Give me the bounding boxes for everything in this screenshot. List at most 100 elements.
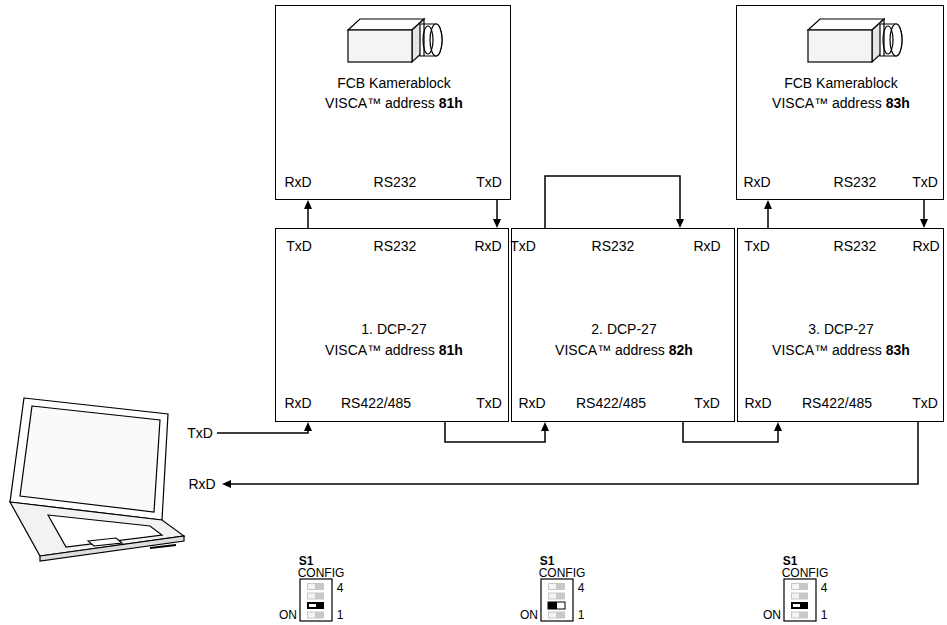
pin-label: TxD: [286, 238, 312, 254]
pin-label: TxD: [694, 395, 720, 411]
arrow-head: [920, 219, 928, 228]
switch-lever: [548, 602, 565, 609]
camera-block: FCB KamerablockVISCA™ address83hRxDRS232…: [736, 5, 944, 200]
switch-lever: [308, 613, 315, 618]
dip-switch: [300, 579, 332, 621]
signal-connector: [493, 200, 501, 228]
address-value: 83h: [886, 95, 910, 111]
connector-line: [767, 209, 769, 228]
pin-label: RS232: [374, 238, 417, 254]
laptop-wire: [217, 422, 918, 484]
switch-lever: [549, 584, 556, 589]
on-marker: ON: [763, 608, 781, 622]
address-value: 81h: [439, 95, 463, 111]
dip-switch: [541, 579, 573, 621]
connector-line: [923, 200, 925, 219]
switch-caption: CONFIG: [539, 566, 586, 580]
switch-caption: CONFIG: [298, 566, 345, 580]
switch-caption: CONFIG: [782, 566, 829, 580]
switch-lever: [791, 612, 808, 619]
switch-lever: [307, 612, 324, 619]
arrow-head: [764, 200, 772, 209]
arrow-head: [304, 200, 312, 209]
device-title: 3. DCP-27: [808, 321, 873, 337]
connector-line: [496, 200, 498, 219]
switch-number: 4: [337, 581, 344, 595]
pin-label: TxD: [510, 238, 536, 254]
switch-lever: [791, 602, 808, 609]
address-value: 82h: [669, 342, 693, 358]
dip-switch: [784, 579, 816, 621]
camera-icon: [808, 19, 902, 62]
switch-lever: [792, 613, 799, 618]
pin-label: TxD: [744, 238, 770, 254]
pin-label: RxD: [474, 238, 501, 254]
pin-label: TxD: [912, 395, 938, 411]
switch-lever: [307, 602, 324, 609]
pin-label: RxD: [284, 395, 311, 411]
switch-housing: [541, 579, 573, 621]
pin-label: RxD: [912, 238, 939, 254]
switch-housing: [300, 579, 332, 621]
arrow-head: [774, 422, 782, 431]
switch-number: 4: [578, 581, 585, 595]
pin-label: RS232: [834, 238, 877, 254]
loopback-wire: [545, 176, 680, 228]
pin-label: TxD: [476, 395, 502, 411]
signal-label: RxD: [188, 477, 215, 491]
camera-icon: [348, 19, 442, 62]
switch-lever: [307, 583, 324, 590]
address-label: VISCA™ address: [772, 95, 882, 111]
switch-lever: [793, 604, 800, 607]
converter-box: 1. DCP-27VISCA™ address81hTxDRS232RxDRxD…: [275, 228, 509, 422]
switch-name: S1: [540, 554, 555, 568]
pin-label: TxD: [912, 174, 938, 190]
connector-line: [683, 422, 778, 442]
pin-label: RxD: [518, 395, 545, 411]
switch-lever: [549, 613, 556, 618]
address-line: VISCA™ address83h: [772, 342, 910, 358]
on-marker: ON: [279, 608, 297, 622]
switch-lever: [308, 594, 315, 599]
switch-name: S1: [299, 554, 314, 568]
signal-connector: [683, 422, 782, 442]
on-marker: ON: [520, 608, 538, 622]
pin-label: RS232: [374, 174, 417, 190]
arrow-head: [493, 219, 501, 228]
pin-label: RS422/485: [341, 395, 411, 411]
switch-lever: [791, 583, 808, 590]
pin-label: RxD: [284, 174, 311, 190]
switch-lever: [308, 584, 315, 589]
switch-lever: [548, 593, 565, 600]
signal-connector: [304, 200, 312, 228]
pin-label: RS422/485: [802, 395, 872, 411]
connector-line: [445, 422, 545, 442]
pin-label: RxD: [744, 395, 771, 411]
switch-housing: [784, 579, 816, 621]
address-value: 81h: [439, 342, 463, 358]
pin-label: RxD: [693, 238, 720, 254]
switch-lever: [548, 612, 565, 619]
address-line: VISCA™ address81h: [325, 342, 463, 358]
device-title: 1. DCP-27: [361, 321, 426, 337]
connector-line: [307, 209, 309, 228]
switch-name: S1: [783, 554, 798, 568]
switch-lever: [792, 594, 799, 599]
signal-connector: [764, 200, 772, 228]
address-label: VISCA™ address: [772, 342, 882, 358]
address-label: VISCA™ address: [325, 95, 435, 111]
converter-box: 2. DCP-27VISCA™ address82hTxDRS232RxDRxD…: [511, 228, 735, 422]
switch-number: 1: [821, 608, 828, 622]
laptop-icon: [10, 398, 184, 561]
arrow-head: [222, 480, 231, 488]
signal-connector: [920, 200, 928, 228]
switch-number: 1: [337, 608, 344, 622]
signal-connector: [445, 422, 549, 442]
device-title: FCB Kamerablock: [337, 75, 451, 91]
address-label: VISCA™ address: [555, 342, 665, 358]
address-line: VISCA™ address81h: [325, 95, 463, 111]
pin-label: RS422/485: [576, 395, 646, 411]
switch-lever: [548, 602, 557, 609]
